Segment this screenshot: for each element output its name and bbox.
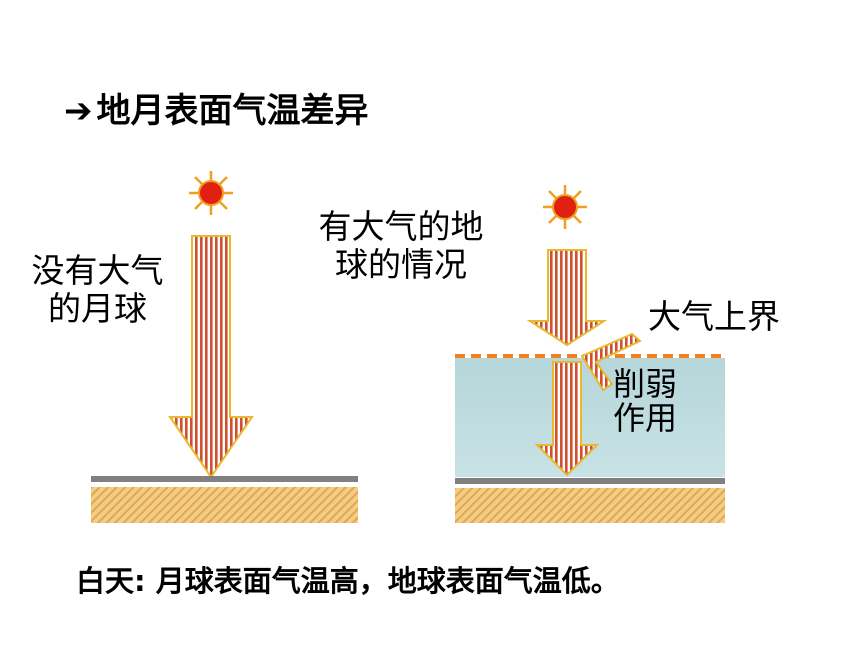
reflection-arrow <box>580 332 642 392</box>
weakening-label-line1: 削弱 <box>612 365 677 403</box>
earth-label-line2: 球的情况 <box>335 244 467 284</box>
earth-label-line1: 有大气的地 <box>318 207 484 246</box>
sun-icon-left <box>189 171 233 215</box>
sun-icon-right <box>543 185 587 229</box>
weakening-label: 削弱 作用 <box>600 365 690 437</box>
moon-ground <box>91 487 358 523</box>
moon-label: 没有大气 的月球 <box>10 252 185 328</box>
earth-surface-line <box>455 478 725 484</box>
earth-label: 有大气的地 球的情况 <box>292 208 510 284</box>
weakening-label-line2: 作用 <box>612 398 677 437</box>
caption: 白天: 月球表面气温高，地球表面气温低。 <box>76 564 620 598</box>
sunlight-arrow-transmitted <box>534 361 600 477</box>
sunlight-arrow-moon <box>168 235 254 479</box>
moon-surface-line <box>91 476 358 482</box>
bullet-arrow-icon: ➔ <box>64 91 93 131</box>
moon-label-line1: 没有大气 <box>31 251 164 290</box>
page-title: ➔地月表面气温差异 <box>64 91 369 131</box>
sunlight-arrow-incoming <box>526 249 608 347</box>
page-title-text: 地月表面气温差异 <box>96 91 369 131</box>
moon-label-line2: 的月球 <box>48 288 147 328</box>
earth-ground <box>455 488 725 523</box>
atmosphere-top-label: 大气上界 <box>648 297 780 336</box>
atmosphere-layer <box>455 358 725 477</box>
